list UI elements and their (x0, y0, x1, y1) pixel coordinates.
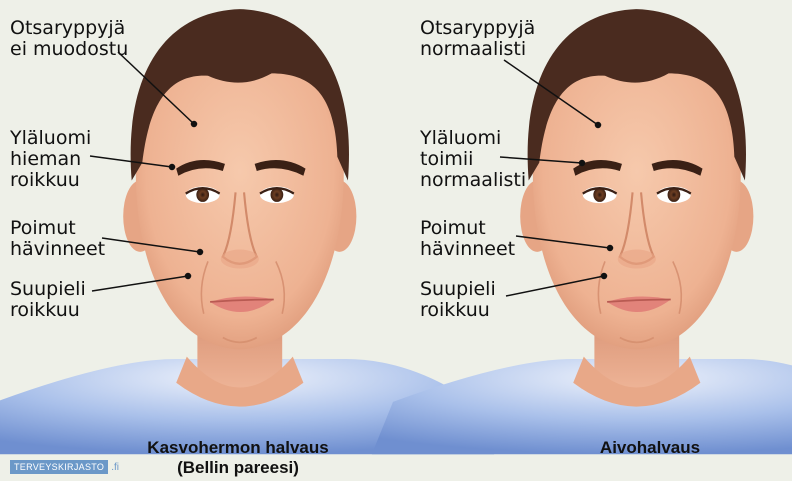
left-label-folds: Poimut hävinneet (10, 218, 105, 260)
right-label-forehead: Otsaryppyjä normaalisti (420, 18, 535, 60)
logo-brand: TERVEYSKIRJASTO (10, 460, 108, 474)
right-label-folds: Poimut hävinneet (420, 218, 515, 260)
left-caption: Kasvohermon halvaus (Bellin pareesi) (118, 438, 358, 478)
left-label-eyelid: Yläluomi hieman roikkuu (10, 128, 91, 191)
terveyskirjasto-logo: TERVEYSKIRJASTO .fi (10, 459, 119, 475)
left-caption-line1: Kasvohermon halvaus (118, 438, 358, 458)
right-caption: Aivohalvaus (570, 438, 730, 458)
logo-suffix: .fi (111, 462, 119, 473)
left-caption-line2: (Bellin pareesi) (118, 458, 358, 478)
left-label-forehead: Otsaryppyjä ei muodostu (10, 18, 128, 60)
right-label-mouth: Suupieli roikkuu (420, 279, 496, 321)
right-label-eyelid: Yläluomi toimii normaalisti (420, 128, 526, 191)
left-label-mouth: Suupieli roikkuu (10, 279, 86, 321)
